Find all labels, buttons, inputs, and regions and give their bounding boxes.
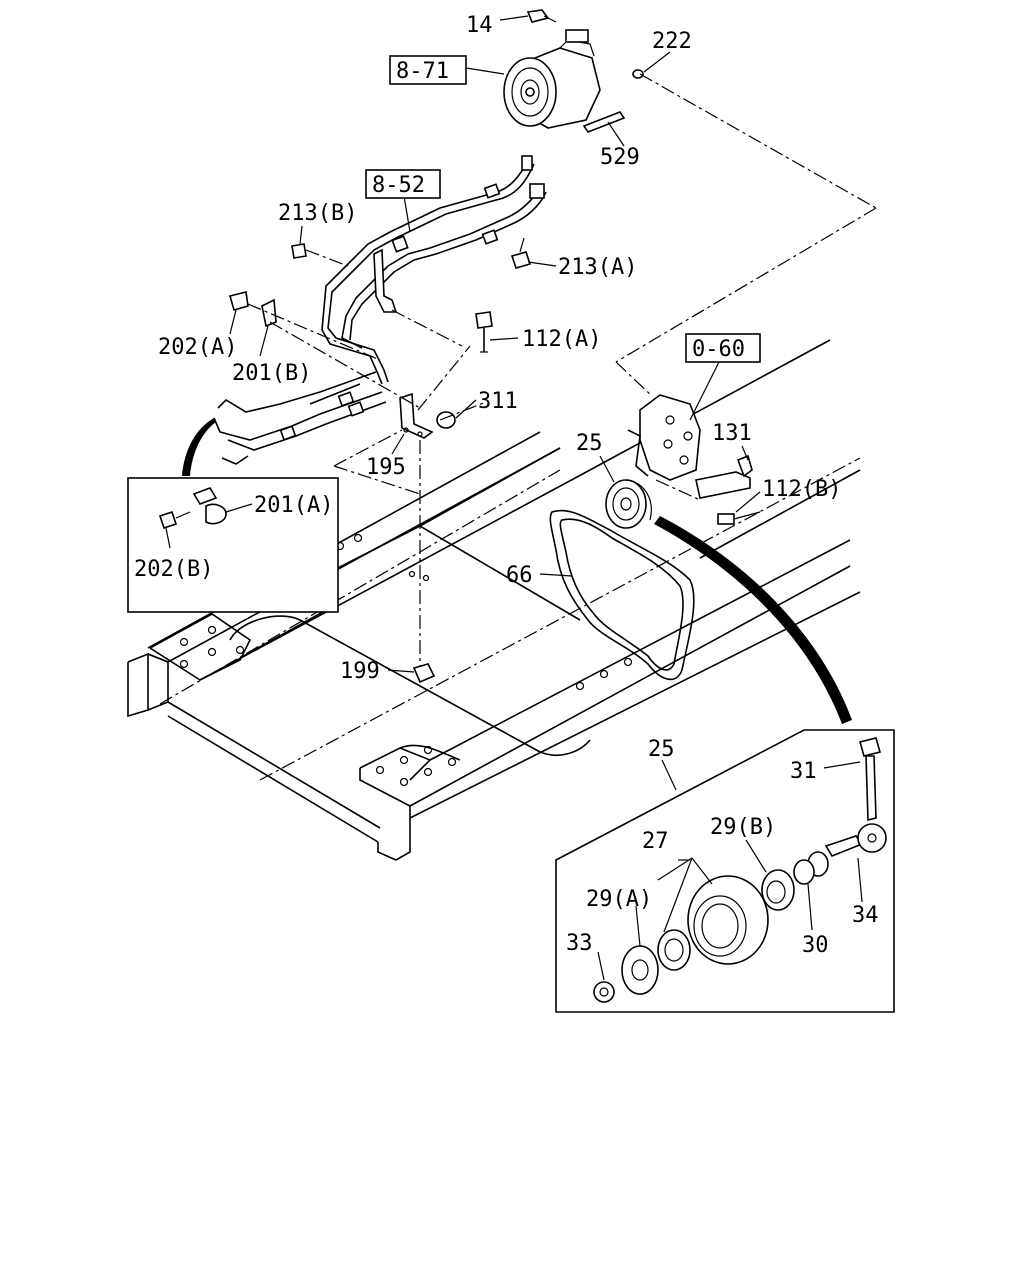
callout-29b: 29(B): [710, 815, 776, 840]
callout-213a: 213(A): [558, 255, 637, 280]
callout-25: 25: [576, 431, 603, 456]
callout-202a: 202(A): [158, 335, 237, 360]
callout-201b: 201(B): [232, 361, 311, 386]
callout-112b: 112(B): [762, 477, 841, 502]
callout-213b: 213(B): [278, 201, 357, 226]
inset-pulley-detail: [555, 516, 895, 1013]
callout-199: 199: [340, 659, 380, 684]
callout-31: 31: [790, 759, 817, 784]
callout-131: 131: [712, 421, 752, 446]
callout-112a: 112(A): [522, 327, 601, 352]
leader-lines: [165, 15, 863, 981]
callout-8-71: 8-71: [396, 59, 449, 84]
callout-27: 27: [642, 829, 669, 854]
callout-25-detail: 25: [648, 737, 675, 762]
compressor: [503, 9, 644, 133]
callout-202b: 202(B): [134, 557, 213, 582]
idler-bracket: [605, 394, 761, 529]
callout-30: 30: [802, 933, 829, 958]
callout-14: 14: [466, 13, 493, 38]
callout-33: 33: [566, 931, 593, 956]
drive-belt: [549, 509, 695, 681]
callout-529: 529: [600, 145, 640, 170]
callout-0-60: 0-60: [692, 337, 745, 362]
callout-box-8-52: [365, 169, 441, 199]
callout-66: 66: [506, 563, 533, 588]
callout-29a: 29(A): [586, 887, 652, 912]
callout-222: 222: [652, 29, 692, 54]
ac-hoses: [213, 155, 547, 465]
callout-8-52: 8-52: [372, 173, 425, 198]
callout-box-0-60: [685, 333, 761, 363]
inset-clip-detail: [127, 418, 339, 613]
mounting-bracket-assembly: [229, 291, 493, 684]
callout-34: 34: [852, 903, 879, 928]
callout-311: 311: [478, 389, 518, 414]
callout-201a: 201(A): [254, 493, 333, 518]
callout-195: 195: [366, 455, 406, 480]
callout-box-8-71: [389, 55, 467, 85]
